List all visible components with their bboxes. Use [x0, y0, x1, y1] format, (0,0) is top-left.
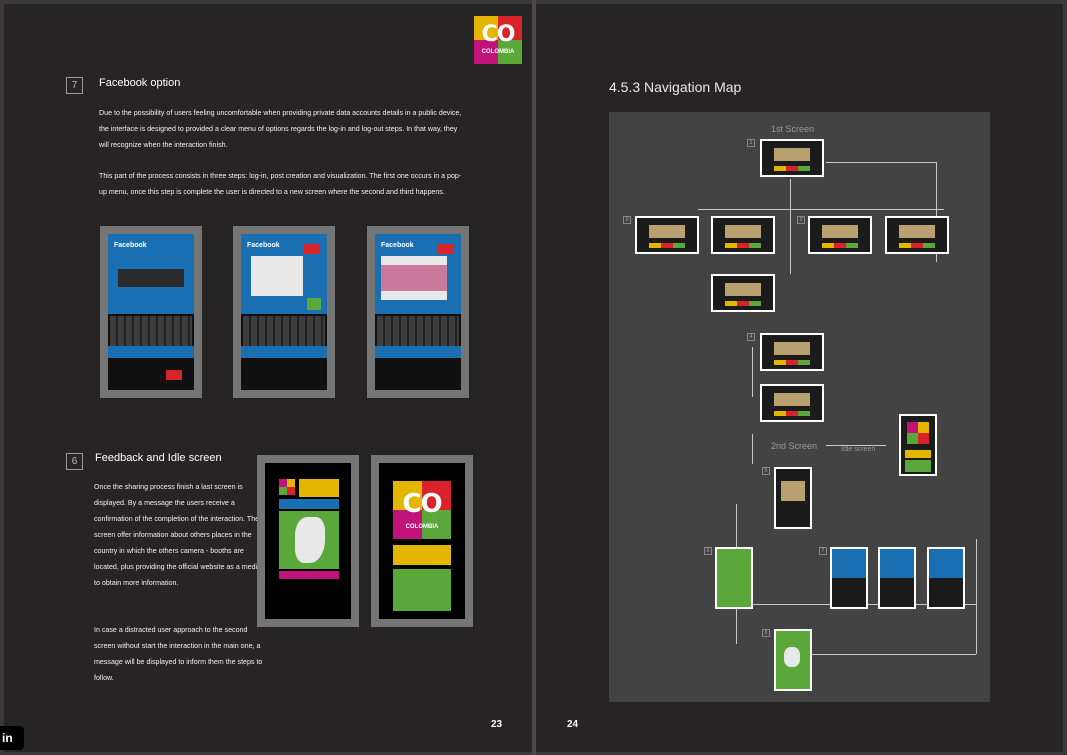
- section-6-title: Feedback and Idle screen: [95, 452, 222, 464]
- facebook-label: Facebook: [114, 242, 147, 249]
- section-6-paragraph-1: Once the sharing process finish a last s…: [94, 483, 262, 587]
- section-7-paragraph-1: Due to the possibility of users feeling …: [99, 109, 462, 149]
- nav-thumb-idle: [899, 414, 937, 476]
- page-number-left: 23: [491, 719, 503, 730]
- nav-thumb-feedback-map: [715, 547, 753, 609]
- logo-co-text: CO: [481, 22, 516, 47]
- idle-screen-label: Idle screen: [841, 446, 876, 453]
- nav-thumb-fb-1: [830, 547, 868, 609]
- facebook-post-device: Facebook: [233, 226, 335, 398]
- page-number-right: 24: [567, 719, 579, 730]
- facebook-label: Facebook: [381, 242, 414, 249]
- right-page: 4.5.3 Navigation Map 1st Screen 1 2 3 4 …: [536, 4, 1063, 752]
- nav-thumb-share: [760, 333, 824, 371]
- marker-8: 8: [762, 629, 770, 637]
- nav-thumb-d: [885, 216, 949, 254]
- book-spine: [532, 0, 536, 755]
- linkedin-badge[interactable]: in: [0, 726, 24, 750]
- idle-screen-device: CO COLOMBIA: [371, 455, 473, 627]
- navigation-map-title: 4.5.3 Navigation Map: [609, 79, 742, 95]
- facebook-login-device: Facebook: [100, 226, 202, 398]
- facebook-label: Facebook: [247, 242, 280, 249]
- marker-7: 7: [819, 547, 827, 555]
- logo-word-text: COLOMBIA: [481, 49, 515, 55]
- marker-6: 6: [704, 547, 712, 555]
- nav-thumb-idle-green: [774, 629, 812, 691]
- feedback-screen-device: [257, 455, 359, 627]
- first-screen-label: 1st Screen: [771, 124, 815, 134]
- facebook-visualization-device: Facebook: [367, 226, 469, 398]
- section-6-number: 6: [66, 453, 83, 470]
- nav-thumb-b: [711, 216, 775, 254]
- section-7-title: Facebook option: [99, 77, 181, 89]
- marker-3: 3: [797, 216, 805, 224]
- nav-thumb-fb-3: [927, 547, 965, 609]
- idle-logo-word: COLOMBIA: [405, 524, 439, 530]
- left-page: CO COLOMBIA 7 Facebook option Due to the…: [4, 4, 532, 752]
- section-6-paragraph-2: In case a distracted user approach to th…: [94, 626, 263, 682]
- marker-5: 5: [762, 467, 770, 475]
- nav-thumb-gallery: [711, 274, 775, 312]
- nav-thumb-a: [635, 216, 699, 254]
- colombia-logo: CO COLOMBIA: [474, 16, 522, 64]
- second-screen-label: 2nd Screen: [771, 441, 818, 451]
- nav-thumb-2nd-main: [774, 467, 812, 529]
- marker-1: 1: [747, 139, 755, 147]
- idle-logo-text: CO: [402, 489, 442, 519]
- nav-thumb-c: [808, 216, 872, 254]
- marker-2: 2: [623, 216, 631, 224]
- section-7-number: 7: [66, 77, 83, 94]
- section-7-paragraph-2: This part of the process consists in thr…: [99, 172, 462, 196]
- marker-4: 4: [747, 333, 755, 341]
- nav-thumb-final: [760, 384, 824, 422]
- nav-thumb-fb-2: [878, 547, 916, 609]
- nav-thumb-main: [760, 139, 824, 177]
